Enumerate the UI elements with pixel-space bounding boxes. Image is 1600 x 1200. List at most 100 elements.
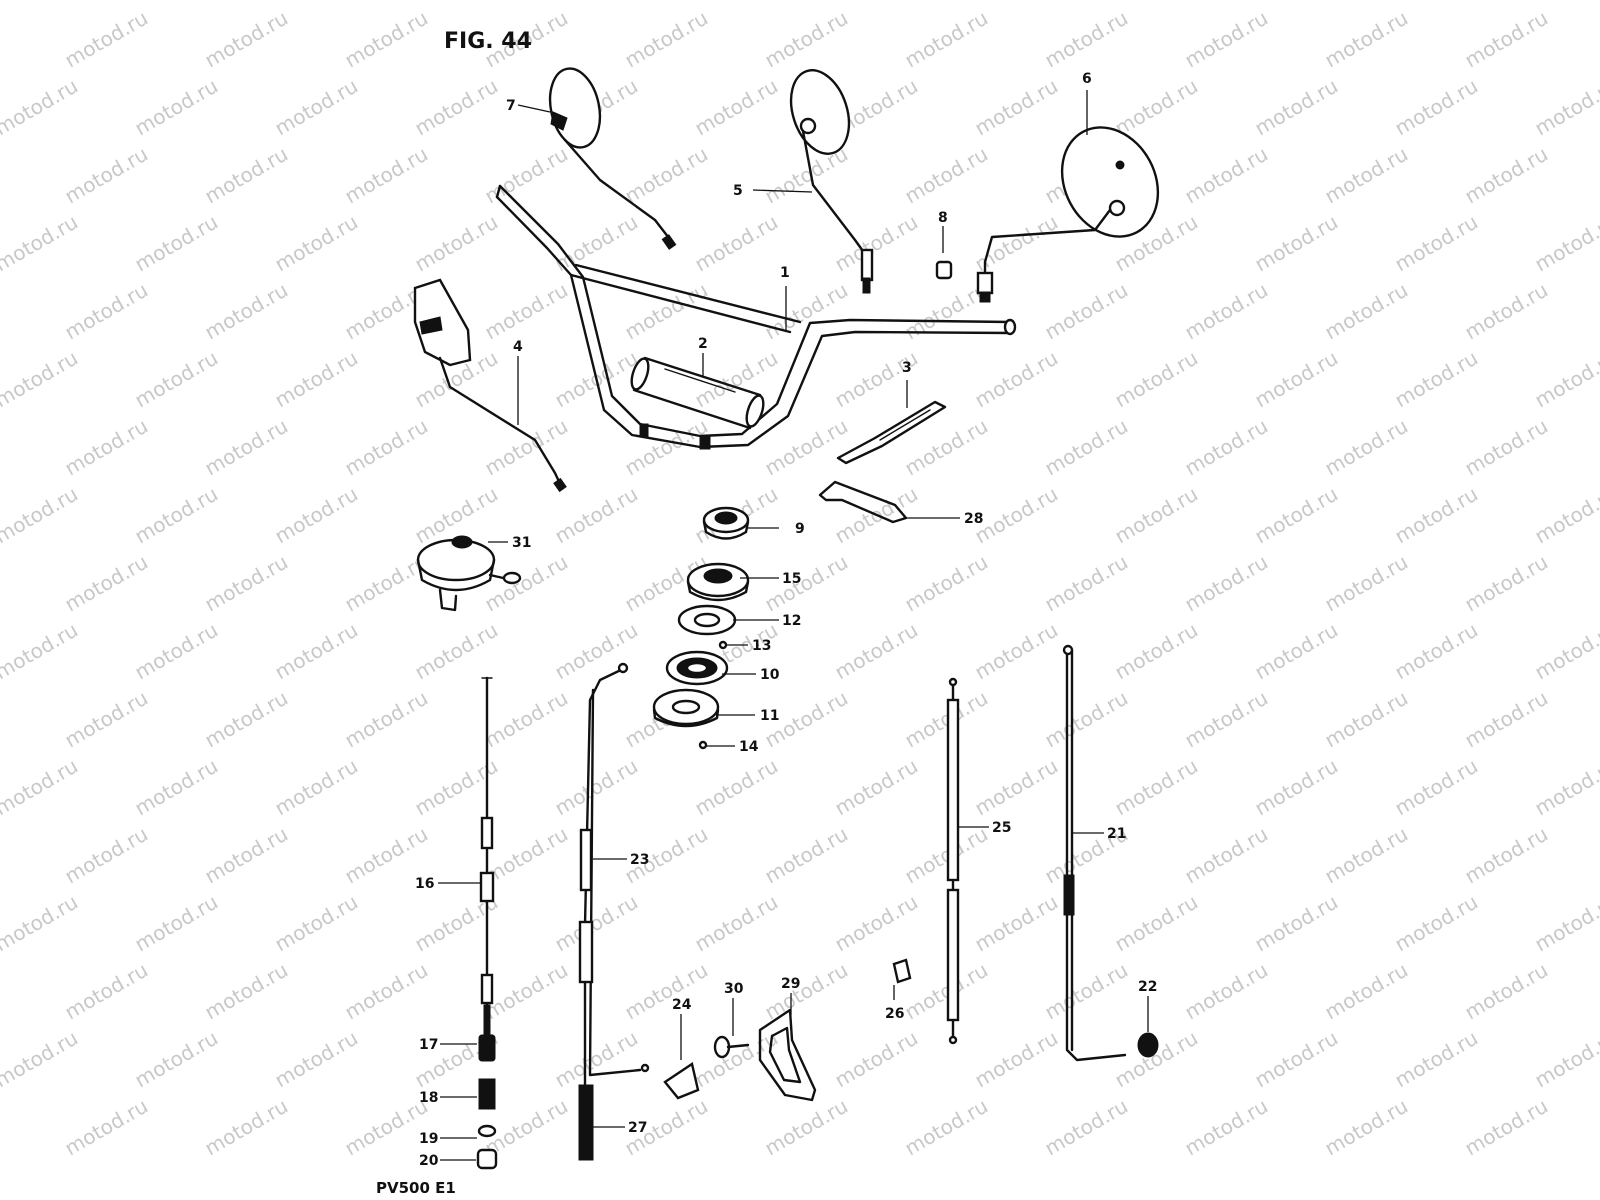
- watermark-text: motod.ru: [761, 1094, 852, 1161]
- callout-2: 2: [698, 336, 708, 352]
- watermark-text: motod.ru: [0, 346, 82, 413]
- watermark-text: motod.ru: [1391, 74, 1482, 141]
- watermark-text: motod.ru: [61, 6, 152, 73]
- watermark-text: motod.ru: [551, 0, 642, 4]
- watermark-text: motod.ru: [1181, 822, 1272, 889]
- watermark-text: motod.ru: [971, 1026, 1062, 1093]
- watermark-text: motod.ru: [481, 822, 572, 889]
- watermark-text: motod.ru: [1321, 958, 1412, 1025]
- watermark-text: motod.ru: [61, 414, 152, 481]
- mirror-left-upper: [548, 67, 677, 250]
- watermark-text: motod.ru: [971, 74, 1062, 141]
- watermark-text: motod.ru: [201, 686, 292, 753]
- watermark-text: motod.ru: [1531, 618, 1600, 685]
- watermark-text: motod.ru: [271, 754, 362, 821]
- clip: [892, 958, 912, 984]
- callout-24: 24: [672, 997, 692, 1013]
- washer: [677, 604, 737, 636]
- watermark-text: motod.ru: [1251, 890, 1342, 957]
- callout-leaders: [438, 90, 1149, 1161]
- figure-title: FIG. 44: [444, 29, 532, 54]
- watermark-text: motod.ru: [551, 1026, 642, 1093]
- callout-15: 15: [782, 571, 801, 587]
- watermark-text: motod.ru: [1531, 890, 1600, 957]
- watermark-text: motod.ru: [131, 618, 222, 685]
- watermark-text: motod.ru: [201, 6, 292, 73]
- watermark-text: motod.ru: [1321, 278, 1412, 345]
- mirror-left-lower: [413, 278, 567, 493]
- watermark-text: motod.ru: [1461, 278, 1552, 345]
- cable-guide: [758, 1008, 817, 1102]
- adjuster-17: [478, 1034, 496, 1062]
- watermark-text: motod.ru: [271, 1026, 362, 1093]
- watermark-text: motod.ru: [411, 74, 502, 141]
- callout-31: 31: [512, 535, 531, 551]
- lever: [836, 400, 947, 465]
- watermark-text: motod.ru: [1251, 346, 1342, 413]
- watermark-text: motod.ru: [1181, 278, 1272, 345]
- callout-5: 5: [733, 183, 743, 199]
- watermark-text: motod.ru: [831, 346, 922, 413]
- watermark-text: motod.ru: [901, 958, 992, 1025]
- cap: [663, 1062, 700, 1100]
- watermark-text: motod.ru: [971, 0, 1062, 4]
- callout-23: 23: [630, 852, 649, 868]
- watermark-text: motod.ru: [901, 142, 992, 209]
- watermark-text: motod.ru: [1181, 414, 1272, 481]
- watermark-text: motod.ru: [901, 686, 992, 753]
- callout-16: 16: [415, 876, 434, 892]
- watermark-text: motod.ru: [691, 346, 782, 413]
- watermark-text: motod.ru: [1181, 1094, 1272, 1161]
- watermark-text: motod.ru: [61, 822, 152, 889]
- watermark-text: motod.ru: [61, 686, 152, 753]
- tachometer-cable: [1062, 644, 1127, 1062]
- callout-19: 19: [419, 1131, 438, 1147]
- watermark-text: motod.ru: [131, 346, 222, 413]
- watermark-text: motod.ru: [1391, 0, 1482, 4]
- watermark-text: motod.ru: [831, 618, 922, 685]
- watermark-text: motod.ru: [621, 6, 712, 73]
- watermark-text: motod.ru: [0, 0, 82, 4]
- watermark-text: motod.ru: [271, 210, 362, 277]
- watermark-text: motod.ru: [1321, 6, 1412, 73]
- watermark-text: motod.ru: [901, 6, 992, 73]
- callout-27: 27: [628, 1120, 647, 1136]
- watermark-text: motod.ru: [1041, 958, 1132, 1025]
- watermark-text: motod.ru: [1321, 550, 1412, 617]
- watermark-text: motod.ru: [1461, 6, 1552, 73]
- washer-19: [477, 1124, 497, 1138]
- watermark-text: motod.ru: [1041, 414, 1132, 481]
- watermark-text: motod.ru: [201, 142, 292, 209]
- handlebar: [495, 184, 1017, 450]
- watermark-text: motod.ru: [1111, 482, 1202, 549]
- callout-25: 25: [992, 820, 1011, 836]
- watermark-text: motod.ru: [1041, 1094, 1132, 1161]
- watermark-text: motod.ru: [271, 618, 362, 685]
- watermark-text: motod.ru: [1111, 0, 1202, 4]
- watermark-text: motod.ru: [271, 482, 362, 549]
- bracket: [818, 480, 908, 524]
- watermark-text: motod.ru: [901, 822, 992, 889]
- watermark-text: motod.ru: [621, 142, 712, 209]
- callout-29: 29: [781, 976, 800, 992]
- watermark-text: motod.ru: [1531, 0, 1600, 4]
- watermark-text: motod.ru: [1251, 482, 1342, 549]
- callout-14: 14: [739, 739, 759, 755]
- watermark-text: motod.ru: [1321, 1094, 1412, 1161]
- watermark-text: motod.ru: [481, 686, 572, 753]
- watermark-text: motod.ru: [1461, 550, 1552, 617]
- footer-code: PV500 E1: [376, 1179, 456, 1197]
- watermark-text: motod.ru: [761, 414, 852, 481]
- callout-22: 22: [1138, 979, 1157, 995]
- watermark-text: motod.ru: [271, 0, 362, 4]
- watermark-text: motod.ru: [901, 414, 992, 481]
- speedometer-cable: [946, 677, 960, 1045]
- watermark-text: motod.ru: [61, 958, 152, 1025]
- watermark-text: motod.ru: [1461, 958, 1552, 1025]
- callout-9: 9: [795, 521, 805, 537]
- watermark-text: motod.ru: [1391, 890, 1482, 957]
- watermark-text: motod.ru: [971, 890, 1062, 957]
- watermark-text: motod.ru: [1321, 142, 1412, 209]
- watermark-text: motod.ru: [971, 346, 1062, 413]
- watermark-text: motod.ru: [691, 74, 782, 141]
